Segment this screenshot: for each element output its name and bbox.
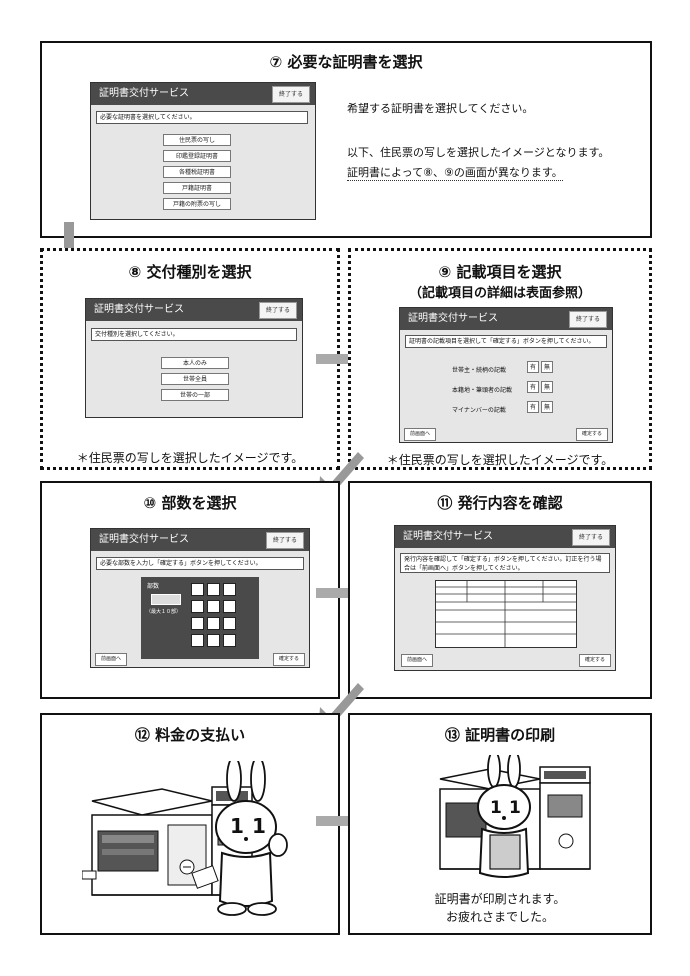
instruction-text: 必要な部数を入力し「確定する」ボタンを押してください。	[96, 557, 304, 570]
screen-titlebar: 証明書交付サービス 終了する	[86, 299, 302, 321]
no-button[interactable]: 無	[541, 401, 553, 413]
step10-title: ⑩ 部数を選択	[143, 494, 237, 512]
step11-panel: ⑪ 発行内容を確認 証明書交付サービス 終了する 発行内容を確認して「確定する」…	[348, 481, 652, 699]
confirm-button[interactable]: 確定する	[576, 428, 608, 441]
issue-type-button[interactable]: 本人のみ	[161, 357, 229, 369]
app-title: 証明書交付サービス	[403, 531, 493, 542]
step13-message2: お疲れさまでした。	[445, 910, 554, 924]
step8-panel: ⑧ 交付種別を選択 証明書交付サービス 終了する 交付種別を選択してください。 …	[40, 248, 340, 470]
keypad-key[interactable]	[223, 634, 236, 647]
step9-screen: 証明書交付サービス 終了する 証明書の記載項目を選択して「確定する」ボタンを押し…	[399, 307, 613, 443]
keypad-key[interactable]	[223, 617, 236, 630]
end-button[interactable]: 終了する	[571, 529, 610, 546]
step7-panel: ⑦ 必要な証明書を選択 証明書交付サービス 終了する 必要な証明書を選択してくだ…	[40, 41, 652, 238]
confirm-table	[435, 580, 577, 648]
keypad-panel: 部数 （最大１０部）	[141, 577, 259, 659]
instruction-text: 交付種別を選択してください。	[91, 328, 297, 341]
step8-note: ＊住民票の写しを選択したイメージです。	[76, 451, 304, 465]
step9-subtitle: （記載項目の詳細は表面参照）	[408, 286, 591, 301]
end-button[interactable]: 終了する	[265, 532, 304, 549]
confirm-button[interactable]: 確定する	[273, 653, 305, 666]
app-title: 証明書交付サービス	[94, 304, 184, 315]
app-title: 証明書交付サービス	[408, 313, 498, 324]
step10-screen: 証明書交付サービス 終了する 必要な部数を入力し「確定する」ボタンを押してくださ…	[90, 528, 310, 668]
yes-button[interactable]: 有	[527, 361, 539, 373]
step9-title: ⑨ 記載項目を選択	[438, 263, 562, 281]
cert-option-button[interactable]: 印鑑登録証明書	[163, 150, 231, 162]
step7-title: ⑦ 必要な証明書を選択	[269, 53, 423, 71]
cert-option-button[interactable]: 戸籍の附票の写し	[163, 198, 231, 210]
yes-button[interactable]: 有	[527, 401, 539, 413]
screen-titlebar: 証明書交付サービス 終了する	[400, 308, 612, 330]
end-button[interactable]: 終了する	[568, 311, 607, 328]
back-button[interactable]: 前画面へ	[95, 653, 127, 666]
no-button[interactable]: 無	[541, 361, 553, 373]
max-label: （最大１０部）	[146, 609, 182, 615]
cert-option-button[interactable]: 各種税証明書	[163, 166, 231, 178]
end-button[interactable]: 終了する	[258, 302, 297, 319]
yes-button[interactable]: 有	[527, 381, 539, 393]
keypad-key[interactable]	[191, 634, 204, 647]
step7-screen: 証明書交付サービス 終了する 必要な証明書を選択してください。 住民票の写し 印…	[90, 82, 316, 220]
issue-type-button[interactable]: 世帯の一部	[161, 389, 229, 401]
keypad-key[interactable]	[191, 617, 204, 630]
keypad-key[interactable]	[207, 617, 220, 630]
step8-title: ⑧ 交付種別を選択	[128, 263, 252, 281]
svg-text:1: 1	[509, 798, 521, 818]
app-title: 証明書交付サービス	[99, 88, 189, 99]
instruction-text: 証明書の記載項目を選択して「確定する」ボタンを押してください。	[405, 335, 607, 348]
step11-screen: 証明書交付サービス 終了する 発行内容を確認して「確定する」ボタンを押してくださ…	[394, 525, 616, 671]
svg-text:1: 1	[252, 814, 266, 838]
step7-desc1: 希望する証明書を選択してください。	[347, 102, 534, 115]
step7-desc3: 証明書によって⑧、⑨の画面が異なります。	[347, 166, 563, 181]
keypad-key[interactable]	[207, 583, 220, 596]
svg-text:1: 1	[490, 798, 502, 818]
step10-panel: ⑩ 部数を選択 証明書交付サービス 終了する 必要な部数を入力し「確定する」ボタ…	[40, 481, 340, 699]
no-button[interactable]: 無	[541, 381, 553, 393]
back-button[interactable]: 前画面へ	[401, 654, 433, 667]
item-row-label: 本籍地・筆頭者の記載	[452, 387, 513, 394]
end-button[interactable]: 終了する	[271, 86, 310, 103]
instruction-text: 必要な証明書を選択してください。	[96, 111, 308, 124]
step11-title: ⑪ 発行内容を確認	[437, 494, 563, 512]
item-row-label: 世帯主・続柄の記載	[452, 367, 507, 374]
step7-desc2: 以下、住民票の写しを選択したイメージとなります。	[347, 146, 610, 159]
screen-titlebar: 証明書交付サービス 終了する	[91, 83, 315, 105]
step13-title: ⑬ 証明書の印刷	[444, 726, 556, 744]
keypad-key[interactable]	[207, 634, 220, 647]
count-label: 部数	[147, 583, 160, 590]
step13-message1: 証明書が印刷されます。	[434, 892, 566, 906]
instruction-text: 発行内容を確認して「確定する」ボタンを押してください。訂正を行う場合は「前画面へ…	[400, 553, 610, 573]
keypad-key[interactable]	[223, 583, 236, 596]
item-row-label: マイナンバーの記載	[452, 407, 506, 414]
keypad-key[interactable]	[191, 583, 204, 596]
step12-panel: ⑫ 料金の支払い 1 1	[40, 713, 340, 935]
screen-titlebar: 証明書交付サービス 終了する	[91, 529, 309, 551]
keypad-key[interactable]	[223, 600, 236, 613]
step9-note: ＊住民票の写しを選択したイメージです。	[386, 453, 614, 467]
back-button[interactable]: 前画面へ	[404, 428, 436, 441]
step13-panel: ⑬ 証明書の印刷 1 1 証明書が印刷されます。 お疲れさまでした。	[348, 713, 652, 935]
app-title: 証明書交付サービス	[99, 534, 189, 545]
keypad-key[interactable]	[191, 600, 204, 613]
confirm-button[interactable]: 確定する	[579, 654, 611, 667]
kiosk-mascot-payment-illustration: 1 1	[82, 761, 288, 916]
step9-panel: ⑨ 記載項目を選択 （記載項目の詳細は表面参照） 証明書交付サービス 終了する …	[348, 248, 652, 470]
screen-titlebar: 証明書交付サービス 終了する	[395, 526, 615, 548]
kiosk-mascot-printing-illustration: 1 1	[439, 755, 591, 878]
count-input[interactable]	[151, 594, 181, 605]
step12-title: ⑫ 料金の支払い	[134, 726, 246, 744]
issue-type-button[interactable]: 世帯全員	[161, 373, 229, 385]
cert-option-button[interactable]: 住民票の写し	[163, 134, 231, 146]
step8-screen: 証明書交付サービス 終了する 交付種別を選択してください。 本人のみ 世帯全員 …	[85, 298, 303, 418]
keypad-key[interactable]	[207, 600, 220, 613]
cert-option-button[interactable]: 戸籍証明書	[163, 182, 231, 194]
svg-text:1: 1	[230, 814, 244, 838]
